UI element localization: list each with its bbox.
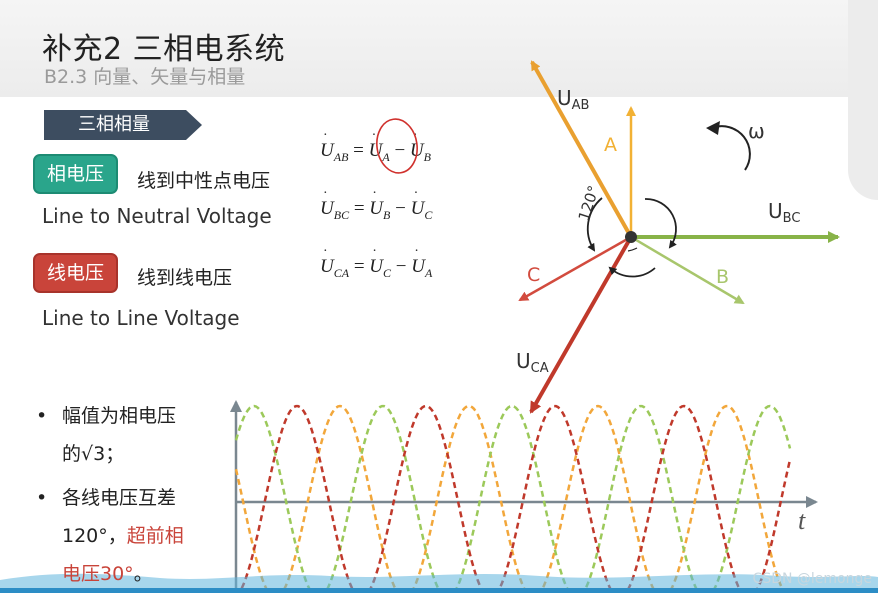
bullet-2-dot: • <box>36 487 48 509</box>
formula-uab-b-sub: B <box>423 149 431 164</box>
t-axis-label: t <box>798 506 806 535</box>
wave-green <box>234 404 792 593</box>
formula-uca-lhs-sub: CA <box>333 265 350 280</box>
bullet-2-highlight-text-2: 电压30° <box>62 563 134 585</box>
bullet-2-highlight-text: 超前相 <box>126 525 184 547</box>
phase-voltage-badge: 相电压 <box>33 154 119 194</box>
formula-uca-a: U <box>369 256 384 277</box>
phasor-b-arrow <box>630 235 745 305</box>
bullet-1-dot: • <box>36 405 48 427</box>
label-uab: UAB <box>557 86 589 113</box>
label-c: C <box>527 264 540 286</box>
phasor-diagram: UAB A ω UBC B C UCA 120° <box>516 60 840 414</box>
bullet-2-tail: 。 <box>133 563 153 585</box>
line-voltage-cn-label: 线到线电压 <box>137 267 233 289</box>
highlight-circle <box>376 118 418 174</box>
formula-ubc: · UBC = · UB − · UC <box>320 186 433 222</box>
bullet-1: • <box>36 397 47 435</box>
bullet-2-line-3: 电压30°。 <box>62 555 153 593</box>
phasor-origin <box>625 231 637 243</box>
rotation-arc <box>711 125 751 171</box>
formula-uab-a-sub: A <box>382 149 390 164</box>
formula-uca-b-sub: A <box>425 265 433 280</box>
label-omega: ω <box>748 119 765 143</box>
formula-uab-lhs: U <box>320 140 334 161</box>
slide-subtitle: B2.3 向量、矢量与相量 <box>44 66 246 88</box>
rotation-arrowhead <box>706 121 720 135</box>
label-b: B <box>716 266 729 288</box>
slide-header-band <box>0 0 878 97</box>
angle-arc-120 <box>586 197 603 252</box>
section-tag: 三相相量 <box>44 110 204 140</box>
slide-title: 补充2 三相电系统 <box>42 32 286 67</box>
line-voltage-badge: 线电压 <box>33 253 119 293</box>
label-angle-120: 120° <box>575 183 603 223</box>
angle-arc-right <box>644 198 677 249</box>
label-uca: UCA <box>516 349 549 376</box>
section-tag-arrow-shape <box>44 110 202 140</box>
formula-ubc-b-sub: C <box>424 207 433 222</box>
formula-uca-a-sub: C <box>383 265 392 280</box>
wave-red <box>237 404 792 593</box>
waveform-plot: t <box>230 400 818 593</box>
phasor-c-arrow <box>518 235 632 302</box>
angle-arc-small <box>627 247 638 252</box>
formula-ubc-a-sub: B <box>383 207 391 222</box>
formula-uca-b: U <box>411 256 425 277</box>
bullet-2-plain-text: 120°， <box>62 525 127 547</box>
bottom-bar <box>0 588 878 593</box>
formula-uab-lhs-sub: AB <box>333 149 349 164</box>
watermark: CSDN @lemonge <box>752 571 872 587</box>
label-a: A <box>604 134 617 156</box>
section-tag-label: 三相相量 <box>78 114 150 135</box>
formula-ubc-a: U <box>369 198 384 219</box>
line-voltage-en-label: Line to Line Voltage <box>42 306 240 330</box>
phase-voltage-cn-label: 线到中性点电压 <box>137 170 271 192</box>
label-ubc: UBC <box>768 199 800 226</box>
bullet-1-line-1: 幅值为相电压 <box>62 405 177 427</box>
phasor-uab-arrow <box>530 60 633 238</box>
bullet-2-line-2: 120°，超前相 <box>62 517 184 555</box>
formula-ubc-lhs-sub: BC <box>333 207 350 222</box>
wave-orange <box>234 404 787 593</box>
phase-voltage-en-label: Line to Neutral Voltage <box>42 204 272 228</box>
formula-ubc-lhs: U <box>320 198 334 219</box>
slide-corner-decoration <box>848 0 878 200</box>
formula-ubc-b: U <box>410 198 425 219</box>
formula-uca: · UCA = · UC − · UA <box>320 244 433 280</box>
formula-uca-lhs: U <box>320 256 334 277</box>
bullet-2-line-1: 各线电压互差 <box>62 487 177 509</box>
bullet-1-line-2: 的√3； <box>62 443 125 465</box>
bullet-2: • <box>36 479 47 517</box>
angle-arc-bottom <box>608 266 656 278</box>
phasor-uca-arrow <box>529 236 633 414</box>
